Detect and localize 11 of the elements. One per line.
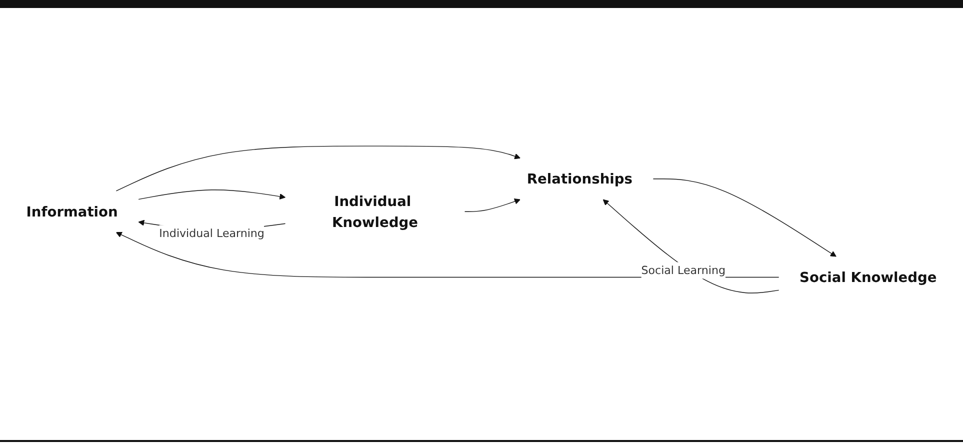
arrow — [602, 199, 780, 294]
edge-label: Social Learning — [641, 264, 726, 277]
arrow — [138, 190, 286, 200]
node-text: Social Knowledge — [800, 268, 937, 286]
node-text: Information — [26, 203, 118, 220]
arrow — [116, 146, 520, 192]
node-text: Relationships — [526, 170, 632, 188]
node-text: Individual Knowledge — [332, 193, 418, 230]
arrow — [464, 198, 520, 212]
edge-label: Individual Learning — [159, 226, 264, 240]
arrow — [652, 178, 836, 257]
